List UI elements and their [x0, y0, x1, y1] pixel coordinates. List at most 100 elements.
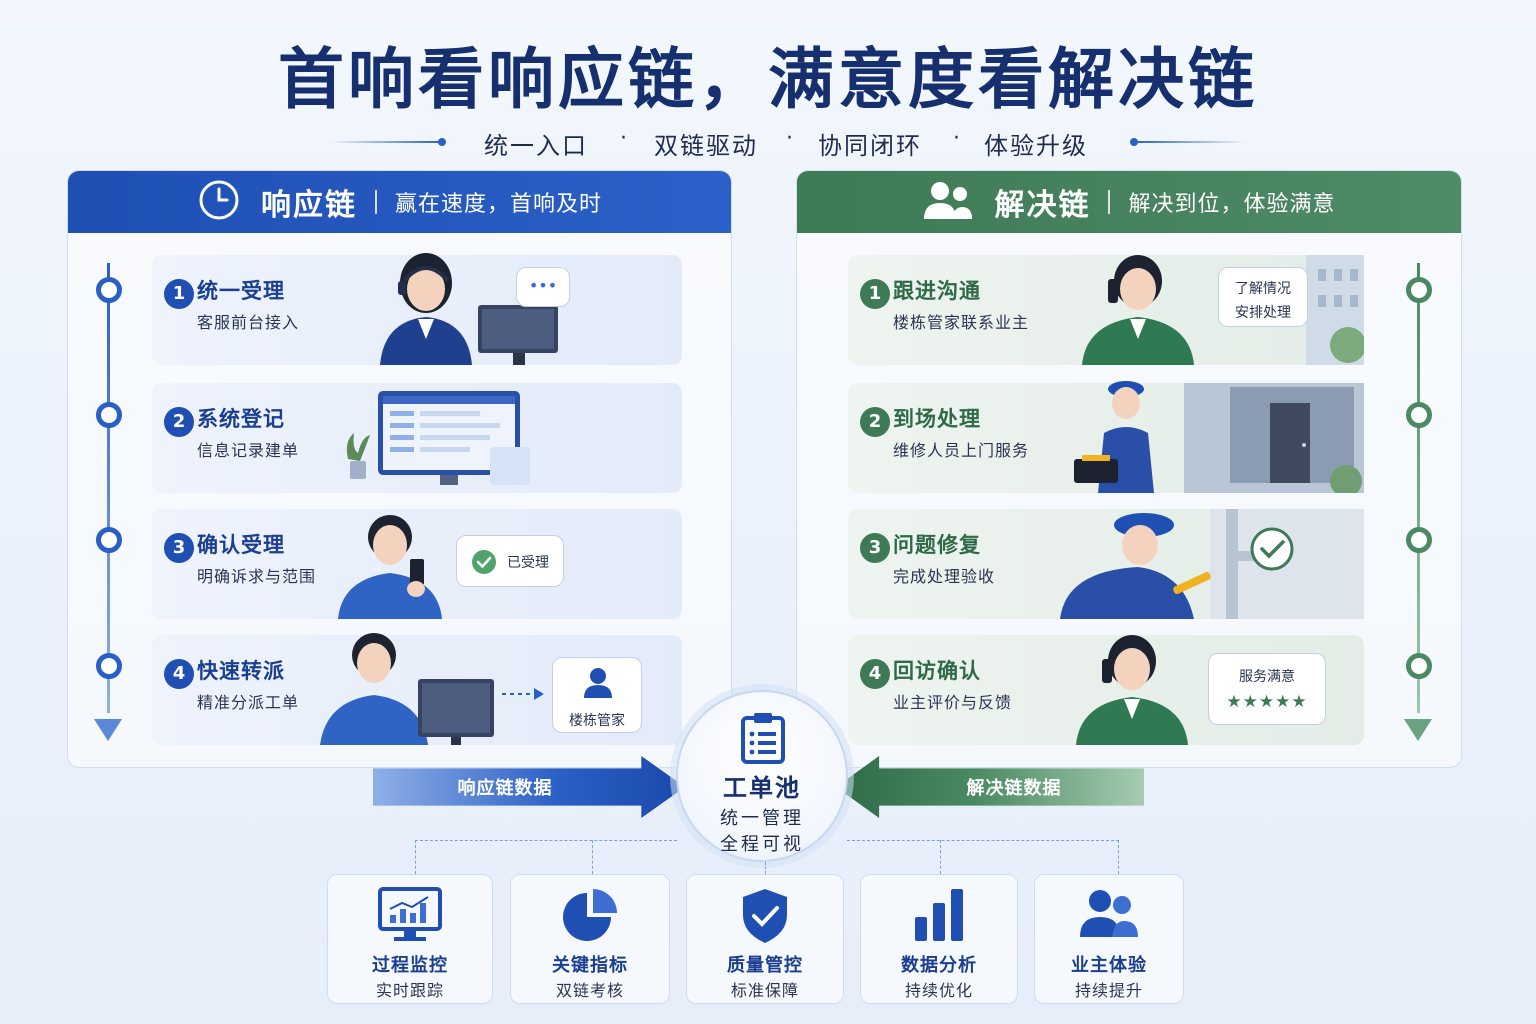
tagline-left-line	[330, 141, 442, 143]
response-chain-subtitle: 赢在速度，首响及时	[394, 192, 602, 217]
timeline-arrow-down	[1404, 719, 1432, 741]
step-title: 跟进沟通	[893, 279, 981, 303]
monitor-chart-icon	[378, 887, 442, 941]
tagline-left-dot	[438, 138, 446, 146]
connector-line	[1118, 840, 1119, 874]
pool-title: 工单池	[723, 774, 801, 802]
steward-callback-illustration	[1076, 635, 1188, 745]
timeline-node	[96, 653, 122, 679]
tagline-row: 统一入口 · 双链驱动 · 协同闭环 · 体验升级	[0, 124, 1536, 160]
dispatch-target-card: 楼栋管家	[552, 657, 642, 733]
response-timeline	[107, 263, 110, 713]
response-step-4: 4 快速转派 精准分派工单 楼栋管家	[152, 633, 682, 745]
response-step-3: 3 确认受理 明确诉求与范围 已受理	[152, 509, 682, 619]
step-desc: 明确诉求与范围	[197, 567, 317, 586]
shield-check-icon	[743, 889, 787, 943]
step-number: 3	[860, 533, 890, 563]
bottom-card-subtitle: 持续优化	[904, 981, 973, 1000]
chat-bubble-icon: •••	[516, 267, 570, 307]
connector-line	[847, 840, 1119, 841]
computer-monitor-illustration	[346, 391, 530, 485]
timeline-node	[96, 277, 122, 303]
agent-computer-illustration	[320, 633, 494, 745]
rating-stars-icon: ★★★★★	[1226, 692, 1308, 712]
users-icon	[922, 179, 974, 225]
dispatch-target-label: 楼栋管家	[569, 713, 625, 729]
user-icon	[584, 668, 612, 698]
tagline-item: 双链驱动	[654, 132, 758, 160]
bottom-card-subtitle: 持续提升	[1074, 981, 1143, 1000]
connector-line	[765, 862, 766, 874]
step-title: 系统登记	[197, 407, 285, 431]
step-number: 4	[164, 659, 194, 689]
connector-line	[415, 840, 416, 874]
work-order-pool: 工单池 统一管理 全程可视	[676, 690, 848, 862]
bottom-card-subtitle: 双链考核	[555, 981, 624, 1000]
step-number: 2	[164, 407, 194, 437]
resolution-chain-subtitle: 解决到位，体验满意	[1128, 192, 1336, 217]
step-desc: 客服前台接入	[197, 313, 300, 332]
step-number: 1	[860, 279, 890, 309]
technician-door-illustration	[1074, 381, 1364, 493]
step-number: 3	[164, 533, 194, 563]
step-desc: 完成处理验收	[893, 567, 996, 586]
response-chain-header: 响应链 赢在速度，首响及时	[68, 171, 731, 233]
connector-line	[592, 840, 593, 874]
tagline-separator: ·	[953, 126, 960, 151]
bottom-card-subtitle: 实时跟踪	[375, 981, 444, 1000]
bottom-card-data-analysis: 数据分析 持续优化	[860, 874, 1018, 1004]
step-number: 1	[164, 279, 194, 309]
bottom-card-key-metrics: 关键指标 双链考核	[510, 874, 670, 1004]
bar-chart-icon	[915, 889, 963, 941]
resolution-timeline	[1417, 263, 1420, 713]
bubble-line: 了解情况	[1235, 281, 1291, 297]
connector-line	[940, 840, 941, 874]
pie-chart-icon	[563, 889, 617, 941]
step-title: 问题修复	[893, 533, 981, 557]
step-title: 到场处理	[893, 407, 981, 431]
timeline-arrow-down	[94, 719, 122, 741]
resolution-chain-panel: 解决链 解决到位，体验满意 1 跟进沟通 楼栋管家联系业主 了解情况 安排处理 …	[796, 170, 1462, 768]
header-divider	[1108, 190, 1111, 214]
header-divider	[374, 190, 377, 214]
bottom-card-title: 关键指标	[552, 955, 628, 976]
bottom-card-subtitle: 标准保障	[730, 981, 799, 1000]
step-title: 统一受理	[197, 279, 285, 303]
bottom-card-title: 过程监控	[372, 955, 448, 976]
bottom-card-title: 业主体验	[1071, 955, 1147, 976]
bottom-card-owner-experience: 业主体验 持续提升	[1034, 874, 1184, 1004]
step-desc: 维修人员上门服务	[893, 441, 1030, 460]
tagline-item: 体验升级	[984, 132, 1088, 160]
response-data-label: 响应链数据	[457, 778, 553, 799]
step-title: 回访确认	[893, 659, 981, 683]
satisfaction-card: 服务满意 ★★★★★	[1208, 653, 1326, 725]
accepted-bubble: 已受理	[456, 535, 564, 587]
pool-line: 全程可视	[720, 834, 804, 855]
timeline-node	[1406, 527, 1432, 553]
step-desc: 业主评价与反馈	[893, 693, 1013, 712]
timeline-node	[1406, 402, 1432, 428]
connector-line	[415, 840, 677, 841]
step-desc: 精准分派工单	[197, 693, 300, 712]
accepted-label: 已受理	[507, 555, 549, 571]
check-circle-icon	[472, 550, 496, 574]
tagline-item: 统一入口	[484, 132, 588, 160]
response-step-2: 2 系统登记 信息记录建单	[152, 383, 682, 493]
clipboard-icon	[741, 713, 785, 764]
response-chain-panel: 响应链 赢在速度，首响及时 1 统一受理 客服前台接入 ••• 2 系统登记 信…	[67, 170, 732, 768]
users-icon	[1080, 890, 1138, 937]
resolution-step-1: 1 跟进沟通 楼栋管家联系业主 了解情况 安排处理	[848, 255, 1364, 365]
resolution-data-label: 解决链数据	[966, 778, 1062, 799]
agent-phone-illustration	[338, 515, 442, 619]
bottom-card-process-monitoring: 过程监控 实时跟踪	[327, 874, 493, 1004]
tagline-separator: ·	[620, 126, 627, 151]
bottom-card-title: 数据分析	[901, 955, 977, 976]
tagline-separator: ·	[786, 126, 793, 151]
step-number: 2	[860, 407, 890, 437]
step-desc: 楼栋管家联系业主	[893, 313, 1030, 332]
response-chain-title: 响应链	[260, 188, 357, 223]
resolution-step-2: 2 到场处理 维修人员上门服务	[848, 381, 1364, 493]
response-step-1: 1 统一受理 客服前台接入 •••	[152, 253, 682, 365]
resolution-chain-header: 解决链 解决到位，体验满意	[797, 171, 1461, 233]
bottom-card-quality-control: 质量管控 标准保障	[686, 874, 844, 1004]
